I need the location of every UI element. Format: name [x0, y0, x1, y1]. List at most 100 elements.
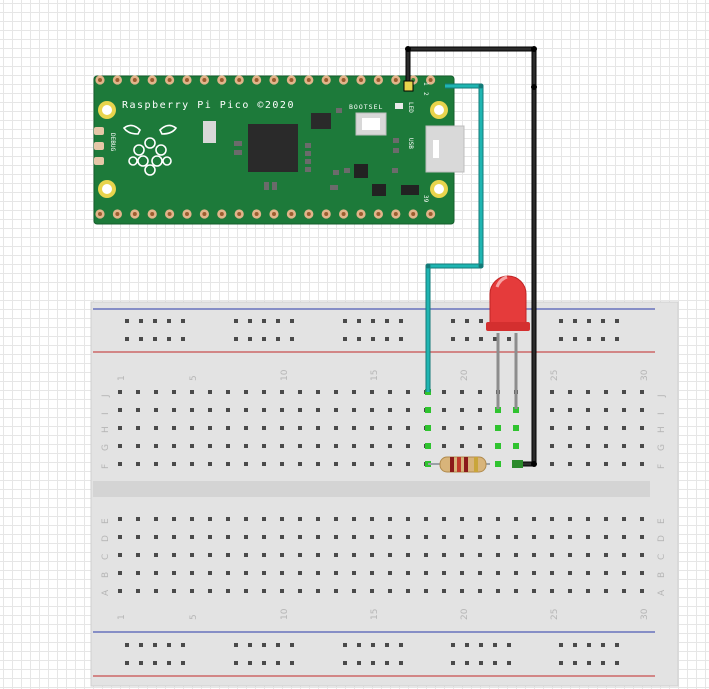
- breadboard-hole[interactable]: [190, 444, 194, 448]
- red-led[interactable]: [486, 275, 530, 409]
- bootsel-button-cap[interactable]: [362, 118, 380, 130]
- breadboard-hole[interactable]: [370, 553, 374, 557]
- breadboard-hole[interactable]: [136, 462, 140, 466]
- power-rail-hole[interactable]: [125, 319, 129, 323]
- breadboard-hole[interactable]: [190, 408, 194, 412]
- breadboard-hole[interactable]: [424, 553, 428, 557]
- breadboard-hole[interactable]: [352, 426, 356, 430]
- breadboard-hole[interactable]: [568, 535, 572, 539]
- breadboard-hole[interactable]: [226, 589, 230, 593]
- breadboard-hole[interactable]: [316, 408, 320, 412]
- breadboard-hole[interactable]: [118, 426, 122, 430]
- power-rail-hole[interactable]: [357, 661, 361, 665]
- breadboard-hole[interactable]: [388, 390, 392, 394]
- power-rail-hole[interactable]: [507, 643, 511, 647]
- breadboard-hole[interactable]: [532, 571, 536, 575]
- breadboard-hole[interactable]: [334, 426, 338, 430]
- breadboard-hole[interactable]: [208, 426, 212, 430]
- breadboard-hole[interactable]: [370, 589, 374, 593]
- power-rail-hole[interactable]: [248, 643, 252, 647]
- breadboard-hole[interactable]: [352, 571, 356, 575]
- breadboard-hole[interactable]: [424, 535, 428, 539]
- breadboard-hole[interactable]: [478, 408, 482, 412]
- power-rail-hole[interactable]: [479, 643, 483, 647]
- breadboard-hole[interactable]: [352, 444, 356, 448]
- breadboard-hole[interactable]: [388, 535, 392, 539]
- breadboard-hole[interactable]: [460, 553, 464, 557]
- breadboard-hole[interactable]: [262, 444, 266, 448]
- power-rail-hole[interactable]: [507, 661, 511, 665]
- breadboard-hole[interactable]: [226, 553, 230, 557]
- power-rail-hole[interactable]: [479, 661, 483, 665]
- breadboard-hole[interactable]: [298, 444, 302, 448]
- breadboard-hole[interactable]: [388, 517, 392, 521]
- breadboard-hole[interactable]: [280, 553, 284, 557]
- power-rail-hole[interactable]: [139, 661, 143, 665]
- breadboard-hole[interactable]: [172, 517, 176, 521]
- breadboard-hole[interactable]: [334, 571, 338, 575]
- signal-wire[interactable]: [425, 83, 484, 393]
- breadboard-hole[interactable]: [172, 408, 176, 412]
- breadboard-hole[interactable]: [586, 589, 590, 593]
- breadboard-hole[interactable]: [496, 517, 500, 521]
- breadboard-hole[interactable]: [244, 444, 248, 448]
- power-rail-hole[interactable]: [234, 337, 238, 341]
- breadboard-hole[interactable]: [370, 535, 374, 539]
- breadboard-hole[interactable]: [640, 535, 644, 539]
- breadboard-hole[interactable]: [316, 444, 320, 448]
- breadboard-hole[interactable]: [154, 444, 158, 448]
- breadboard-hole[interactable]: [640, 517, 644, 521]
- power-rail-hole[interactable]: [559, 319, 563, 323]
- breadboard-hole[interactable]: [586, 462, 590, 466]
- power-rail-hole[interactable]: [181, 661, 185, 665]
- breadboard-hole[interactable]: [532, 589, 536, 593]
- power-rail-hole[interactable]: [559, 661, 563, 665]
- power-rail-hole[interactable]: [357, 337, 361, 341]
- breadboard-hole[interactable]: [604, 589, 608, 593]
- breadboard-hole[interactable]: [568, 444, 572, 448]
- breadboard-hole[interactable]: [640, 444, 644, 448]
- breadboard-hole[interactable]: [622, 426, 626, 430]
- breadboard-hole[interactable]: [604, 462, 608, 466]
- power-rail-hole[interactable]: [153, 643, 157, 647]
- breadboard-hole[interactable]: [118, 553, 122, 557]
- power-rail-hole[interactable]: [399, 319, 403, 323]
- breadboard-hole[interactable]: [316, 426, 320, 430]
- breadboard-hole[interactable]: [604, 517, 608, 521]
- breadboard-hole[interactable]: [460, 444, 464, 448]
- power-rail-hole[interactable]: [248, 337, 252, 341]
- breadboard-hole[interactable]: [622, 589, 626, 593]
- power-rail-hole[interactable]: [276, 319, 280, 323]
- breadboard-hole[interactable]: [460, 535, 464, 539]
- power-rail-hole[interactable]: [181, 643, 185, 647]
- power-rail-hole[interactable]: [399, 643, 403, 647]
- power-rail-hole[interactable]: [181, 337, 185, 341]
- power-rail-hole[interactable]: [167, 319, 171, 323]
- breadboard-hole[interactable]: [640, 390, 644, 394]
- power-rail-hole[interactable]: [262, 337, 266, 341]
- breadboard-hole[interactable]: [370, 571, 374, 575]
- power-rail-hole[interactable]: [139, 337, 143, 341]
- power-rail-hole[interactable]: [615, 661, 619, 665]
- breadboard-hole[interactable]: [586, 571, 590, 575]
- breadboard-hole[interactable]: [406, 589, 410, 593]
- breadboard-hole[interactable]: [406, 571, 410, 575]
- breadboard-hole[interactable]: [370, 426, 374, 430]
- power-rail-hole[interactable]: [357, 319, 361, 323]
- power-rail-hole[interactable]: [385, 319, 389, 323]
- power-rail-hole[interactable]: [587, 319, 591, 323]
- breadboard-hole[interactable]: [262, 535, 266, 539]
- breadboard-hole[interactable]: [226, 535, 230, 539]
- breadboard-hole[interactable]: [604, 408, 608, 412]
- breadboard-hole[interactable]: [154, 462, 158, 466]
- breadboard-hole[interactable]: [190, 517, 194, 521]
- breadboard-hole[interactable]: [316, 390, 320, 394]
- breadboard-hole[interactable]: [640, 408, 644, 412]
- breadboard-hole[interactable]: [622, 462, 626, 466]
- power-rail-hole[interactable]: [343, 643, 347, 647]
- power-rail-hole[interactable]: [601, 661, 605, 665]
- power-rail-hole[interactable]: [139, 319, 143, 323]
- breadboard-hole[interactable]: [244, 408, 248, 412]
- breadboard-hole[interactable]: [586, 517, 590, 521]
- breadboard-hole[interactable]: [280, 589, 284, 593]
